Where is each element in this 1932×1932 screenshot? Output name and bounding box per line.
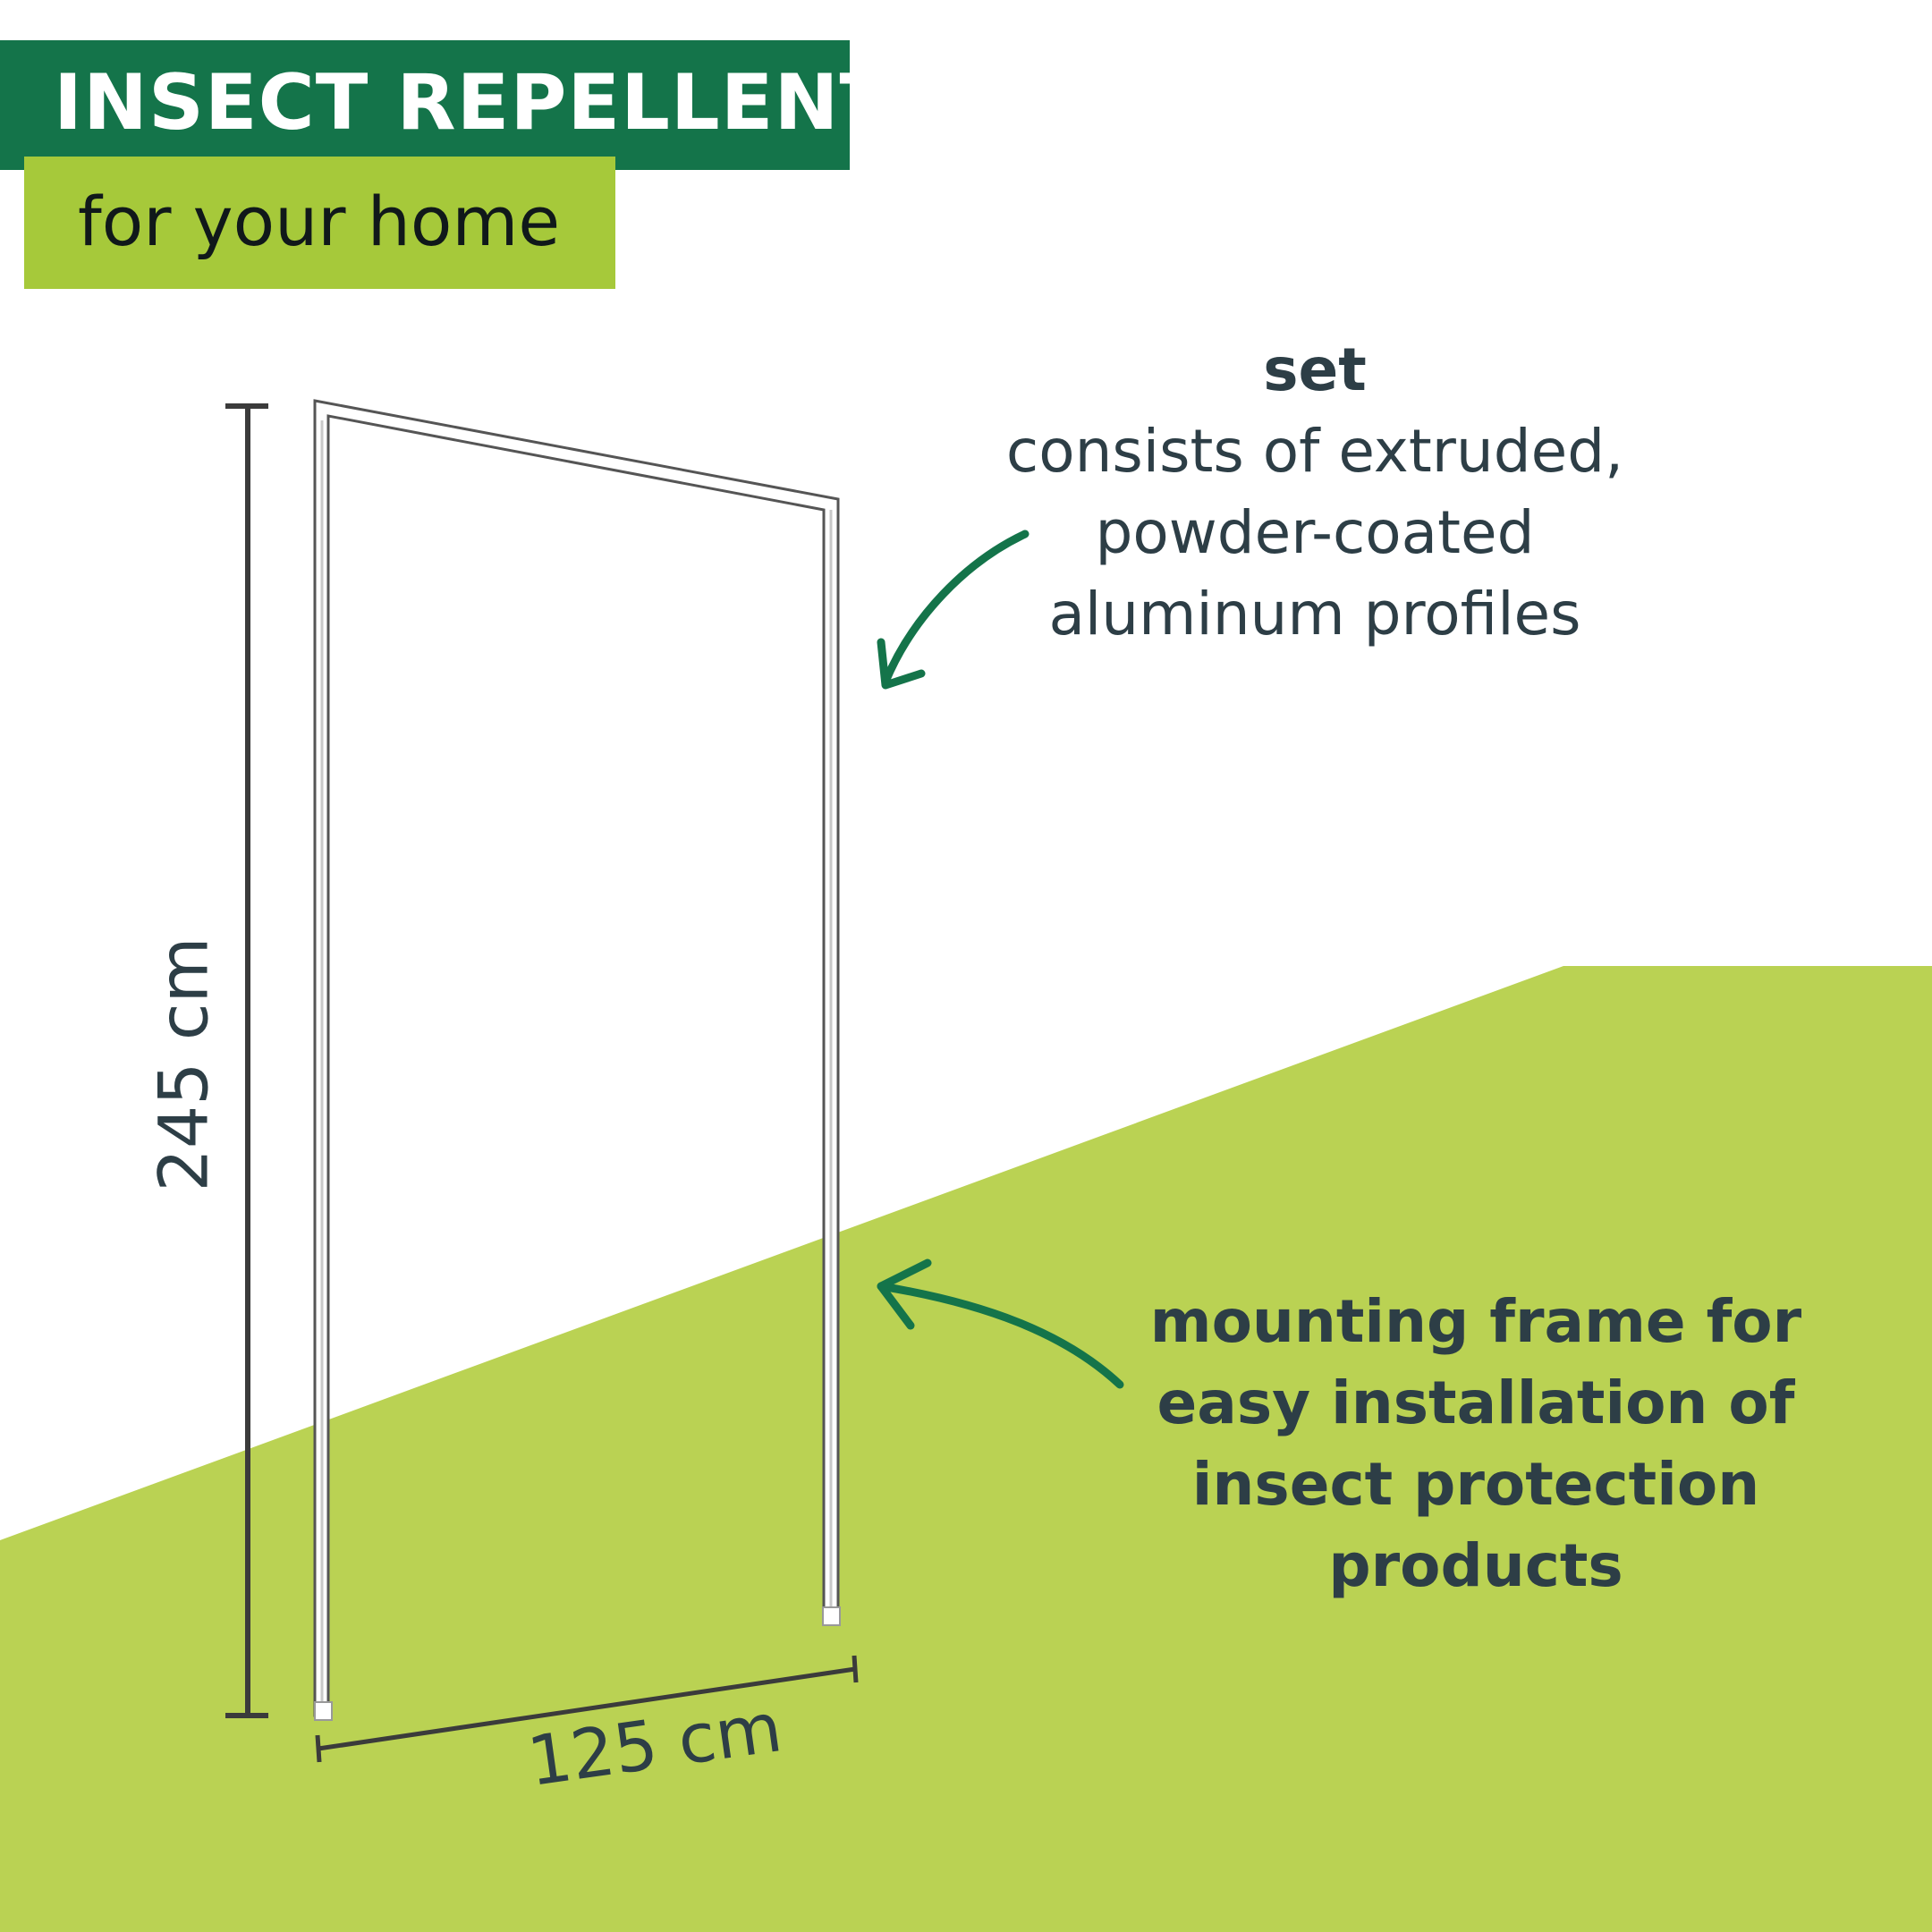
curved-arrow-icon (877, 1258, 1124, 1389)
set-line: aluminum profiles (1048, 580, 1581, 648)
set-callout: set consists of extruded, powder-coated … (912, 329, 1717, 655)
page-subtitle: for your home (78, 182, 561, 261)
mounting-line: mounting frame for (1149, 1287, 1802, 1356)
ground-shape (0, 966, 1932, 1932)
set-line: consists of extruded, (1005, 417, 1624, 486)
mounting-line: insect protection (1191, 1450, 1760, 1519)
height-label: 245 cm (143, 936, 224, 1192)
mounting-callout: mounting frame for easy installation of … (1109, 1281, 1843, 1606)
mounting-line: easy installation of (1157, 1368, 1795, 1437)
set-line: powder-coated (1095, 498, 1535, 567)
curved-arrow-icon (877, 530, 1030, 690)
height-dimension-line (225, 403, 268, 1718)
aluminum-frame (313, 399, 841, 1721)
mounting-line: products (1328, 1531, 1623, 1600)
width-dimension-line (315, 1655, 859, 1763)
subtitle-banner: for your home (24, 157, 615, 289)
title-banner: INSECT REPELLENT (0, 40, 892, 170)
set-heading: set (1263, 335, 1367, 404)
page-title: INSECT REPELLENT (54, 58, 894, 148)
